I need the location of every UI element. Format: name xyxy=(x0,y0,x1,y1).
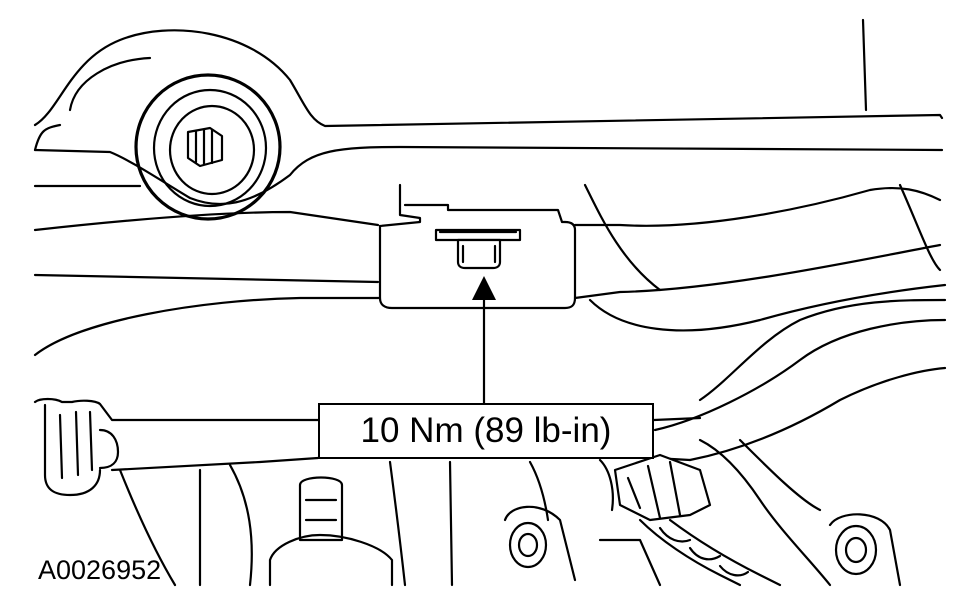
mounting-bracket xyxy=(378,183,577,310)
brake-hose xyxy=(598,438,832,587)
bolt-nut xyxy=(434,228,522,270)
caliper-bolts xyxy=(503,505,902,587)
lower-structure xyxy=(118,458,614,587)
suspension-links xyxy=(653,298,947,462)
torque-value-label: 10 Nm (89 lb-in) xyxy=(360,411,612,450)
crossmember xyxy=(33,183,947,357)
leader-arrow xyxy=(472,276,496,405)
bleeder-fitting xyxy=(268,476,394,587)
frame-edge xyxy=(861,18,868,112)
bushing xyxy=(134,73,282,221)
control-arm xyxy=(33,29,944,206)
figure-id: A0026952 xyxy=(38,555,162,585)
torque-callout: 10 Nm (89 lb-in) xyxy=(318,403,654,459)
